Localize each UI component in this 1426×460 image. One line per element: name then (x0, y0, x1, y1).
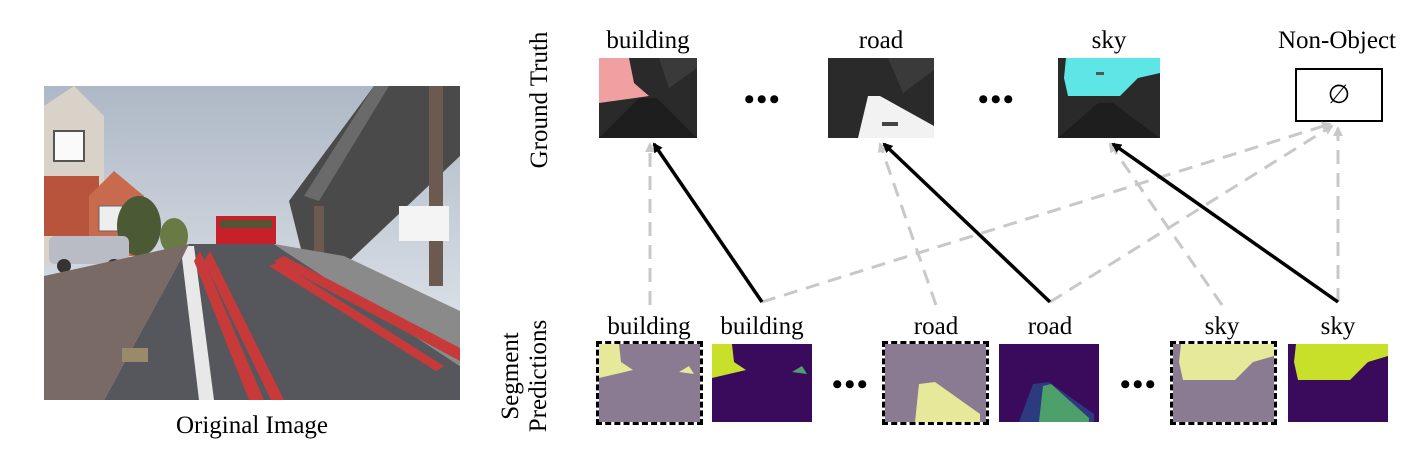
pred-mask-sky-binary (1173, 344, 1274, 422)
solid-arrow-building-match (652, 142, 764, 303)
pred-mask-sky-heat (1288, 344, 1388, 422)
pred-label-road-2: road (1027, 313, 1073, 340)
pred-label-road-1: road (913, 313, 959, 340)
pred-mask-building-heat (712, 344, 812, 422)
pred-label-sky-2: sky (1320, 313, 1356, 340)
pred-mask-building-binary (599, 344, 700, 422)
gt-mask-building (599, 58, 697, 138)
dashed-arrow-road-to-gt (877, 142, 938, 306)
gt-label-non-object: Non-Object (1277, 27, 1397, 54)
pred-label-building-1: building (607, 313, 691, 340)
original-image-caption: Original Image (175, 412, 329, 439)
pred-mask-road-binary (885, 344, 986, 422)
dashed-arrow-road-to-null (1049, 124, 1334, 304)
pred-ellipsis-1: ••• (832, 368, 870, 401)
pred-ellipsis-2: ••• (1120, 368, 1158, 401)
gt-mask-sky (1058, 58, 1160, 138)
gt-label-building: building (606, 27, 690, 54)
gt-label-sky: sky (1091, 27, 1127, 54)
gt-ellipsis-2: ••• (978, 83, 1016, 116)
gt-ellipsis-1: ••• (744, 83, 782, 116)
original-image (44, 86, 460, 400)
pred-label-building-2: building (720, 313, 804, 340)
gt-mask-road (828, 58, 934, 138)
pred-mask-road-heat (999, 344, 1099, 422)
pred-label-sky-1: sky (1204, 313, 1240, 340)
solid-arrow-sky-match (1111, 142, 1340, 304)
dashed-arrow-building-to-null (761, 121, 1332, 304)
pred-selected-sky-frame (1170, 341, 1277, 425)
solid-arrow-road-match (882, 142, 1052, 304)
pred-selected-building-frame (596, 341, 703, 425)
gt-non-object-box: ∅ (1295, 68, 1383, 122)
gt-label-road: road (858, 27, 904, 54)
dashed-arrow-sky-to-gt (1108, 142, 1224, 306)
pred-selected-road-frame (882, 341, 989, 425)
